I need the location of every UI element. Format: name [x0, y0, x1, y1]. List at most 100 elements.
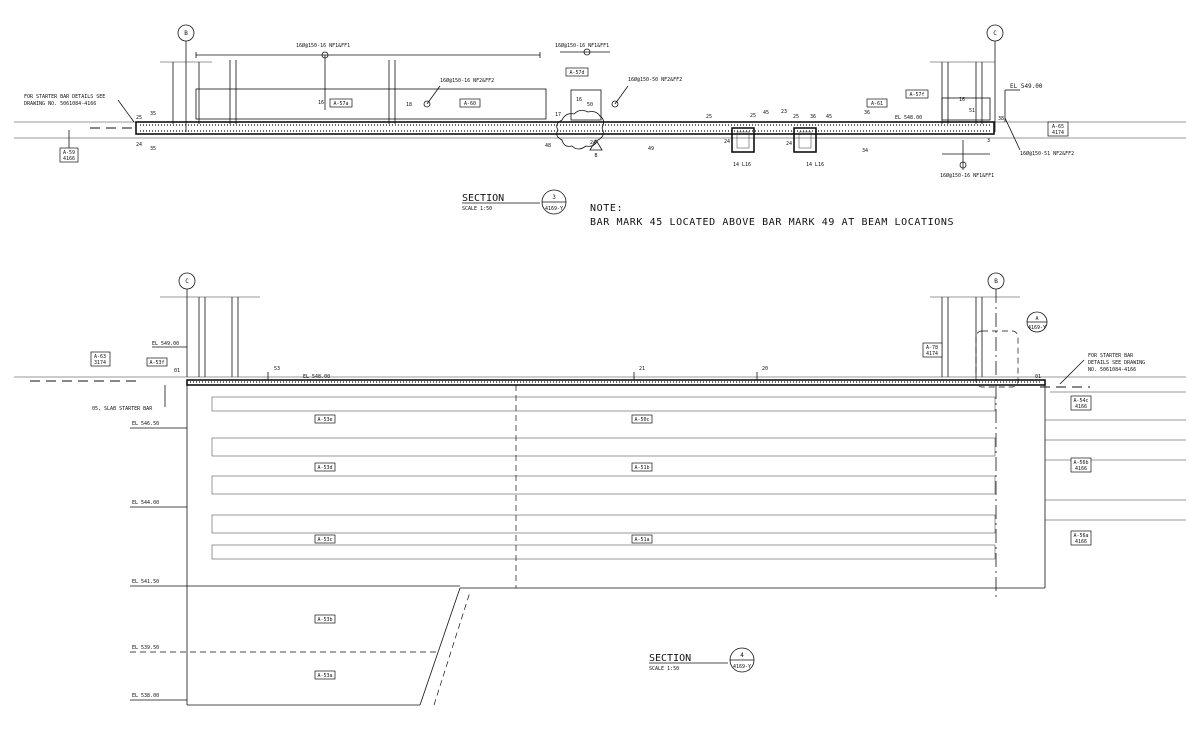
bar-mark: 21: [639, 366, 645, 372]
elevation-539: EL 539.50: [132, 645, 159, 651]
bar-mark: 24: [786, 141, 792, 147]
bar-mark: 16: [318, 100, 324, 106]
bar-mark: 34: [862, 148, 868, 154]
starter-note-line1: FOR STARTER BAR DETAILS SEE: [24, 94, 105, 100]
section-bubble-3-number: 3: [552, 194, 556, 201]
column-left: [160, 60, 396, 124]
bar-mark: 25: [706, 114, 712, 120]
revision-mark: B: [594, 153, 597, 159]
bar-mark: 01: [174, 368, 180, 374]
section-scale-3: SCALE 1:50: [462, 206, 492, 212]
bar-mark: 3: [987, 138, 990, 144]
tag-a61: A-61: [871, 101, 883, 107]
section-bubble-4-number: 4: [740, 652, 744, 659]
beam-label-2: 14 L16: [806, 162, 824, 168]
bar-band-5: [211, 544, 996, 560]
bar-mark: 35: [150, 111, 156, 117]
tag-a57d: A-57d: [569, 70, 584, 76]
tag-a53f: A-53f: [149, 360, 164, 366]
tag-a63-line1: A-63: [94, 354, 106, 360]
tag-a65-line2: 4174: [1052, 130, 1064, 136]
bar-mark: 51: [969, 108, 975, 114]
bar-callout-bottom-right: 16Ø@150-16 NF1&FF1: [940, 172, 994, 179]
tag-a65-line1: A-65: [1052, 124, 1064, 130]
tag-a53e: A-53e: [317, 417, 332, 423]
bar-callout-mid-3: 16Ø@150-50 NF2&FF2: [628, 76, 682, 83]
detail-a-outline: [975, 330, 1019, 388]
bar-callout-right: 16Ø@150-51 NF2&FF2: [1020, 150, 1074, 157]
bar-mark: 24: [590, 140, 596, 146]
tag-a63-line2: 3174: [94, 360, 106, 366]
tag-a50c: A-50c: [634, 417, 649, 423]
tag-a57f: A-57f: [909, 92, 924, 98]
tag-a56b-line2: 4166: [1075, 466, 1087, 472]
bar-mark: 01: [1035, 374, 1041, 380]
detail-a-ref: 4169-Y: [1028, 325, 1046, 331]
tag-a59-line2: 4166: [63, 156, 75, 162]
starter-note-line2: DRAWING NO. 5061084-4166: [24, 101, 96, 107]
bar-mark: 50: [587, 102, 593, 108]
bar-mark: 25: [750, 113, 756, 119]
elevation-549-4: EL 549.00: [152, 341, 179, 347]
bar-mark: 23: [781, 109, 787, 115]
detail-a-label: A: [1035, 316, 1038, 322]
revision-cloud: [556, 110, 604, 150]
note-title: NOTE:: [590, 203, 623, 214]
starter-note-4-line1: FOR STARTER BAR: [1088, 353, 1134, 359]
bar-callout-top-left: 16Ø@150-16 NF1&FF1: [296, 42, 350, 49]
beam-label-1: 14 L16: [733, 162, 751, 168]
bar-callout-mid-2: 16Ø@150-16 NF2&FF2: [440, 77, 494, 84]
tag-a53d: A-53d: [317, 465, 332, 471]
section-title-4: SECTION: [649, 653, 691, 664]
section-3: B C: [14, 24, 1186, 228]
elevation-541: EL 541.50: [132, 579, 159, 585]
tag-a56a-line1: A-56a: [1073, 533, 1088, 539]
tag-a56a-line2: 4166: [1075, 539, 1087, 545]
bar-mark: 53: [274, 366, 280, 372]
tag-a53a: A-53a: [317, 673, 332, 679]
elevation-549: EL 549.00: [1010, 83, 1043, 90]
bar-mark: 45: [826, 114, 832, 120]
revision-triangle: [589, 139, 603, 151]
tag-a51b: A-51b: [634, 465, 649, 471]
bar-mark: 18: [406, 102, 412, 108]
column-left-4: [160, 296, 260, 377]
bar-mark: 24: [136, 142, 142, 148]
elevation-544: EL 544.00: [132, 500, 159, 506]
grid-label-right: C: [993, 30, 997, 37]
bar-mark: 49: [648, 146, 654, 152]
section-title-3: SECTION: [462, 193, 504, 204]
section-scale-4: SCALE 1:50: [649, 666, 679, 672]
slab-section-3: [135, 121, 995, 135]
tag-a53c: A-53c: [317, 537, 332, 543]
bar-mark: 24: [724, 139, 730, 145]
tag-a78-line1: A-78: [926, 345, 938, 351]
section-bubble-4-ref: 4169-Y: [733, 664, 751, 670]
bar-mark: 25: [136, 115, 142, 121]
tag-a57a: A-57a: [333, 101, 348, 107]
tag-a78-line2: 4174: [926, 351, 938, 357]
grid-label-left: B: [184, 30, 188, 37]
bar-mark: 16: [576, 97, 582, 103]
elevation-548: EL 548.00: [895, 115, 922, 121]
tag-a59-line1: A-59: [63, 150, 75, 156]
bar-mark: 38: [998, 116, 1004, 122]
upstand-mid: [570, 89, 602, 121]
tag-a51a: A-51a: [634, 537, 649, 543]
bar-callout-top-mid: 16Ø@150-16 NF1&FF1: [555, 42, 609, 49]
tag-a56b-line1: A-56b: [1073, 460, 1088, 466]
bar-mark: 20: [762, 366, 768, 372]
section-bubble-3-ref: 4169-Y: [545, 206, 563, 212]
starter-note-4-line2: DETAILS SEE DRAWING: [1088, 360, 1145, 366]
bar-mark: 25: [793, 114, 799, 120]
upstand-right: [941, 97, 991, 121]
note-text: BAR MARK 45 LOCATED ABOVE BAR MARK 49 AT…: [590, 217, 954, 228]
beam-section-2: [793, 127, 817, 153]
bar-mark: 45: [763, 110, 769, 116]
grid-label-right-4: B: [994, 278, 998, 285]
bar-mark: 17: [555, 112, 561, 118]
tag-a60: A-60: [464, 101, 476, 107]
bar-mark: 36: [864, 110, 870, 116]
upstand-left: [195, 88, 547, 120]
